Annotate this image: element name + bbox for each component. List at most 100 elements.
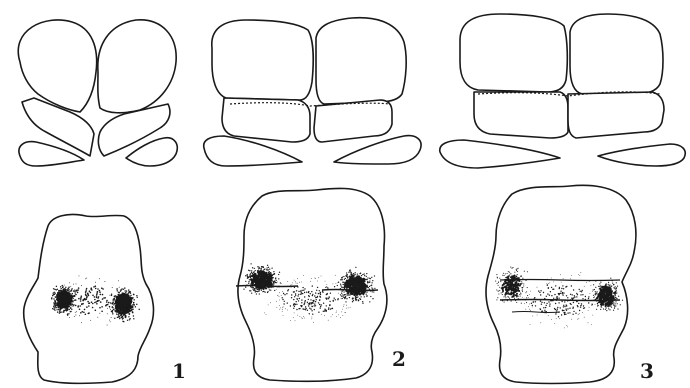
stipple-dot (596, 294, 597, 295)
stipple-dot (112, 287, 113, 288)
stipple-dot (302, 318, 303, 319)
stipple-dot (123, 309, 126, 312)
stipple-dot (602, 287, 604, 289)
stipple-dot (574, 295, 575, 296)
stipple-dot (263, 273, 265, 275)
stipple-dot (560, 291, 561, 292)
stipple-dot (310, 308, 311, 309)
stipple-dot (304, 301, 305, 302)
stipple-dot (610, 278, 611, 279)
stipple-dot (537, 287, 538, 288)
stipple-dot (516, 296, 517, 297)
stipple-dot (293, 299, 294, 300)
stipple-dot (270, 289, 271, 290)
stipple-dot (516, 269, 517, 270)
stipple-dot (274, 282, 275, 283)
stipple-dot (610, 306, 611, 307)
stipple-dot (541, 304, 542, 305)
stipple-dot (81, 295, 83, 297)
stipple-dot (132, 297, 133, 298)
stipple-dot (79, 275, 80, 276)
stipple-dot (298, 300, 299, 301)
stipple-dot (359, 298, 360, 299)
stipple-dot (505, 296, 506, 297)
stipple-dot (609, 287, 611, 289)
stipple-dot (522, 288, 523, 289)
stipple-dot (96, 295, 98, 297)
stipple-dot (86, 297, 88, 299)
stipple-dot (498, 290, 499, 291)
stipple-dot (505, 297, 506, 298)
stipple-dot (498, 285, 499, 286)
stipple-dot (582, 294, 583, 295)
stipple-dot (336, 312, 337, 313)
stipple-dot (301, 290, 302, 291)
stipple-dot (360, 277, 362, 279)
stipple-dot (118, 307, 121, 310)
stipple-dot (279, 272, 280, 273)
stipple-dot (315, 301, 316, 302)
stipple-dot (316, 290, 317, 291)
stipple-dot (305, 300, 306, 301)
stipple-dot (565, 314, 566, 315)
stipple-dot (563, 312, 564, 313)
stipple-dot (508, 275, 510, 277)
stipple-dot (136, 297, 137, 298)
upper-cell-right (316, 18, 406, 104)
stipple-dot (53, 298, 54, 299)
stipple-dot (502, 294, 503, 295)
stipple-dot (609, 309, 610, 310)
stipple-dot (96, 292, 98, 294)
stipple-dot (112, 306, 113, 307)
stipple-dot (343, 306, 344, 307)
stipple-dot (591, 324, 592, 325)
stipple-dot (598, 302, 599, 303)
stipple-dot (541, 311, 542, 312)
stipple-dot (128, 289, 129, 290)
panel-label-3: 3 (640, 359, 654, 383)
stipple-dot (95, 310, 97, 312)
stipple-dot (556, 318, 557, 319)
stipple-dot (295, 281, 296, 282)
stipple-dot (598, 305, 599, 306)
stipple-dot (311, 278, 312, 279)
stipple-dot (81, 322, 82, 323)
stipple-dot (117, 290, 118, 291)
stipple-dot (312, 294, 313, 295)
stipple-dot (293, 308, 294, 309)
stipple-dot (96, 297, 98, 299)
stipple-dot (294, 303, 295, 304)
stipple-dot (69, 317, 70, 318)
stipple-dot (341, 287, 342, 288)
stipple-dot (290, 320, 291, 321)
stipple-dot (337, 299, 338, 300)
stipple-dot (282, 299, 283, 300)
stipple-dot (540, 322, 541, 323)
stipple-dot (75, 315, 76, 316)
stipple-dot (600, 281, 601, 282)
stipple-dot (67, 290, 68, 291)
stipple-dot (301, 299, 302, 300)
stipple-dot (622, 300, 623, 301)
stipple-dot (517, 289, 519, 291)
stipple-dot (346, 274, 347, 275)
stipple-dot (292, 283, 293, 284)
stipple-dot (123, 289, 124, 290)
stipple-dot (326, 286, 327, 287)
stipple-dot (125, 316, 126, 317)
stipple-dot (95, 301, 97, 303)
stipple-dot (249, 274, 250, 275)
stipple-dot (92, 303, 94, 305)
stipple-dot (620, 304, 621, 305)
stipple-dot (357, 283, 359, 285)
stipple-dot (54, 303, 55, 304)
stipple-dot (332, 308, 333, 309)
stipple-dot (277, 282, 278, 283)
stipple-dot (75, 290, 77, 292)
top-diagram-1 (18, 20, 177, 166)
stipple-dot (338, 282, 339, 283)
stipple-dot (498, 293, 499, 294)
stipple-dot (305, 306, 306, 307)
stipple-dot (314, 295, 315, 296)
stipple-dot (521, 281, 522, 282)
